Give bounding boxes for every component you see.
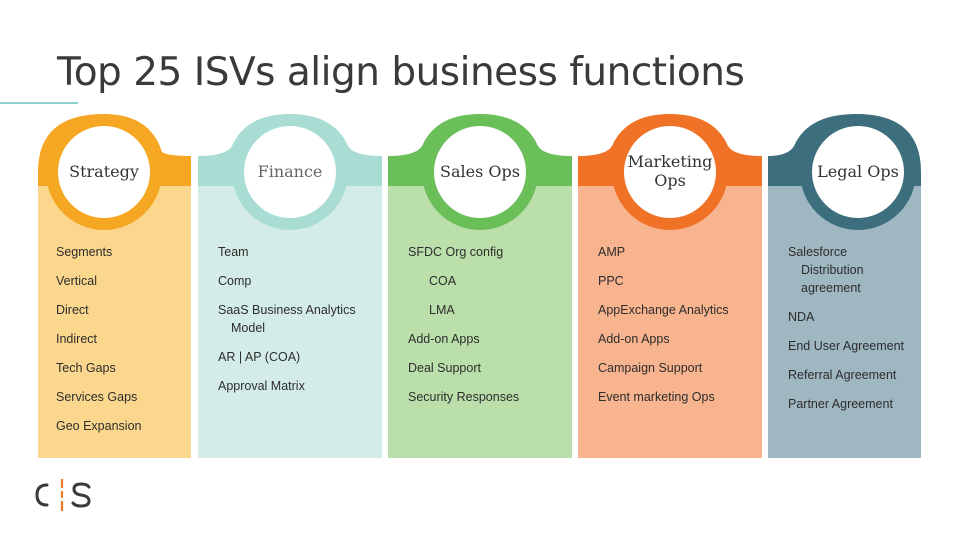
sales-ops-items: SFDC Org config COA LMA Add-on Apps Deal… xyxy=(408,243,564,417)
heading-line: Ops xyxy=(654,171,686,190)
finance-shape xyxy=(198,114,382,458)
list-item: LMA xyxy=(429,303,455,317)
list-item: AppExchange Analytics xyxy=(598,303,729,317)
list-item-line: Salesforce xyxy=(788,245,848,259)
list-item: SFDC Org config xyxy=(408,245,504,259)
sales-ops-heading: Sales Ops xyxy=(440,162,520,181)
list-item: Security Responses xyxy=(408,390,520,404)
sales-ops-shape xyxy=(388,114,572,458)
list-item: Vertical xyxy=(56,274,97,288)
column-strategy: Strategy Segments Vertical Direct Indire… xyxy=(38,106,191,458)
list-item: Services Gaps xyxy=(56,390,138,404)
list-item: Indirect xyxy=(56,332,97,346)
list-item: Geo Expansion xyxy=(56,419,142,433)
marketing-ops-heading: Marketing Ops xyxy=(578,152,762,190)
heading-line: Marketing xyxy=(627,152,713,171)
list-item: Team xyxy=(218,245,249,259)
list-item: NDA xyxy=(788,310,815,324)
list-item: Event marketing Ops xyxy=(598,390,715,404)
list-item: Direct xyxy=(56,303,89,317)
list-item: Add-on Apps xyxy=(408,332,480,346)
list-item-line: Distribution xyxy=(801,263,864,277)
list-item: PPC xyxy=(598,274,624,288)
list-item-line: SaaS Business Analytics xyxy=(218,303,356,317)
finance-heading: Finance xyxy=(257,162,323,181)
list-item: Segments xyxy=(56,245,113,259)
legal-ops-heading: Legal Ops xyxy=(817,162,899,181)
list-item: Comp xyxy=(218,274,252,288)
list-item: End User Agreement xyxy=(788,339,905,353)
column-sales-ops: Sales Ops SFDC Org config COA LMA Add-on… xyxy=(388,106,572,458)
list-item: Partner Agreement xyxy=(788,397,893,411)
legal-ops-shape xyxy=(768,114,921,458)
company-logo xyxy=(35,479,91,511)
title-accent-line xyxy=(0,102,78,104)
list-item: Tech Gaps xyxy=(56,361,116,375)
slide-title: Top 25 ISVs align business functions xyxy=(57,50,745,95)
list-item: Approval Matrix xyxy=(218,379,305,393)
list-item-line: agreement xyxy=(801,281,861,295)
list-item: Referral Agreement xyxy=(788,368,897,382)
strategy-items: Segments Vertical Direct Indirect Tech G… xyxy=(56,243,183,446)
strategy-heading: Strategy xyxy=(69,162,139,181)
list-item: Campaign Support xyxy=(598,361,703,375)
column-finance: Finance Team Comp SaaS Business Analytic… xyxy=(198,106,382,458)
list-item: AR | AP (COA) xyxy=(218,350,301,364)
marketing-ops-shape xyxy=(578,114,762,458)
list-item: AMP xyxy=(598,245,626,259)
strategy-shape xyxy=(38,114,191,458)
list-item: Deal Support xyxy=(408,361,481,375)
column-marketing-ops: Marketing Ops AMP PPC AppExchange Analyt… xyxy=(578,106,762,458)
marketing-ops-items: AMP PPC AppExchange Analytics Add-on App… xyxy=(598,243,754,417)
list-item: Add-on Apps xyxy=(598,332,670,346)
list-item: COA xyxy=(429,274,457,288)
list-item-line: Model xyxy=(231,321,266,335)
